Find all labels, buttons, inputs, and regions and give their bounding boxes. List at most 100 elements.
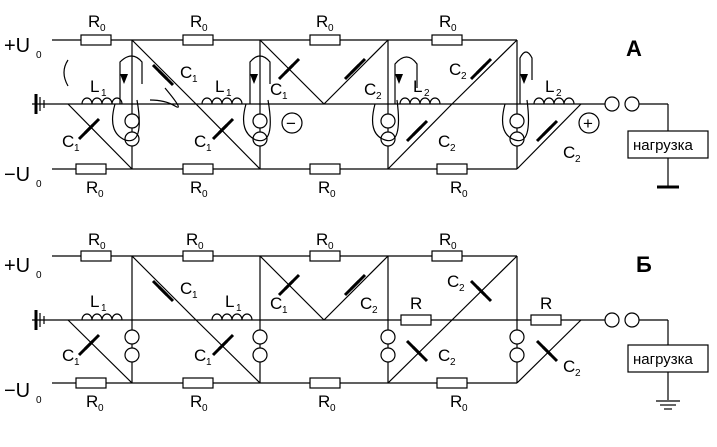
resistor-r0-b2	[182, 250, 214, 262]
load-label-b: нагрузка	[633, 351, 694, 368]
svg-text:R: R	[318, 392, 330, 411]
svg-text:0: 0	[451, 241, 457, 252]
svg-text:C: C	[449, 60, 461, 79]
svg-text:R: R	[86, 178, 98, 197]
current-flow-arrows-a	[63, 51, 533, 142]
resistor-r0-a3	[309, 34, 341, 46]
minus-supply-label-b: −U	[4, 380, 30, 402]
inductor-l1-a2	[201, 97, 243, 105]
svg-text:0: 0	[330, 189, 336, 200]
svg-text:1: 1	[101, 88, 107, 99]
resistor-r0-a4	[431, 34, 463, 46]
svg-text:0: 0	[36, 270, 42, 281]
minus-supply-label-a: −U	[4, 164, 30, 186]
svg-text:0: 0	[202, 189, 208, 200]
svg-text:2: 2	[556, 88, 562, 99]
capacitor-c2-b3	[405, 339, 429, 363]
svg-text:2: 2	[459, 283, 465, 294]
svg-text:R: R	[190, 392, 202, 411]
svg-text:C: C	[270, 80, 282, 99]
svg-text:1: 1	[282, 91, 288, 102]
capacitor-c1-b2	[77, 333, 101, 357]
inductor-l1-b2	[211, 313, 253, 321]
load-box-a	[627, 130, 709, 159]
svg-text:C: C	[563, 143, 575, 162]
svg-text:1: 1	[192, 290, 198, 301]
svg-text:C: C	[180, 279, 192, 298]
svg-text:2: 2	[424, 88, 430, 99]
resistor-r0-a2	[182, 34, 214, 46]
svg-text:0: 0	[462, 403, 468, 414]
resistor-r0-b6	[182, 377, 214, 389]
inductor-l2-a1	[399, 97, 441, 105]
svg-text:C: C	[438, 132, 450, 151]
plus-supply-label-a: +U	[4, 35, 30, 57]
positive-marker-sign: +	[583, 114, 593, 133]
resistor-r0-a8	[436, 163, 468, 175]
svg-text:2: 2	[450, 143, 456, 154]
resistor-r0-a5	[75, 163, 107, 175]
capacitor-c1-a1	[151, 63, 175, 87]
svg-text:R: R	[318, 178, 330, 197]
resistor-r0-b1	[80, 250, 112, 262]
panel-title-b: Б	[636, 252, 652, 277]
svg-text:C: C	[563, 357, 575, 376]
svg-text:L: L	[413, 77, 422, 96]
panel-title-a: А	[626, 36, 642, 61]
load-label-a: нагрузка	[633, 137, 694, 154]
svg-text:L: L	[225, 292, 234, 311]
svg-text:1: 1	[282, 305, 288, 316]
svg-text:0: 0	[202, 23, 208, 34]
svg-text:0: 0	[202, 403, 208, 414]
svg-text:0: 0	[100, 241, 106, 252]
svg-text:1: 1	[206, 357, 212, 368]
svg-text:0: 0	[198, 241, 204, 252]
svg-text:L: L	[215, 77, 224, 96]
svg-text:R: R	[540, 294, 552, 313]
svg-text:0: 0	[328, 241, 334, 252]
output-terminal-a2	[624, 96, 640, 112]
svg-text:1: 1	[74, 143, 80, 154]
svg-text:2: 2	[575, 368, 581, 379]
svg-text:0: 0	[462, 189, 468, 200]
svg-text:C: C	[447, 272, 459, 291]
svg-text:R: R	[190, 12, 202, 31]
svg-text:0: 0	[36, 179, 42, 190]
resistor-r0-b5	[75, 377, 107, 389]
svg-text:1: 1	[74, 357, 80, 368]
svg-text:R: R	[439, 230, 451, 249]
positive-marker	[578, 112, 600, 134]
capacitor-c1-a2	[77, 117, 101, 141]
inductor-l2-a2	[533, 97, 575, 105]
svg-text:C: C	[194, 346, 206, 365]
resistor-r0-a6	[182, 163, 214, 175]
resistor-r0-b8	[436, 377, 468, 389]
svg-text:0: 0	[98, 189, 104, 200]
svg-text:R: R	[316, 230, 328, 249]
capacitor-c2-b4	[535, 339, 559, 363]
svg-text:2: 2	[575, 154, 581, 165]
resistor-r0-a1	[80, 34, 112, 46]
resistor-r-b2	[530, 314, 562, 326]
ground-symbol-b	[656, 400, 680, 410]
svg-text:R: R	[86, 392, 98, 411]
svg-text:2: 2	[372, 305, 378, 316]
svg-text:C: C	[180, 63, 192, 82]
svg-text:R: R	[190, 178, 202, 197]
svg-text:R: R	[410, 294, 422, 313]
svg-text:R: R	[450, 178, 462, 197]
svg-text:1: 1	[236, 303, 242, 314]
resistor-r0-b3	[309, 250, 341, 262]
svg-text:2: 2	[461, 71, 467, 82]
svg-text:2: 2	[450, 357, 456, 368]
capacitor-c2-a3	[405, 119, 429, 143]
capacitor-c1-a3	[211, 117, 235, 141]
svg-text:L: L	[90, 77, 99, 96]
svg-text:C: C	[360, 294, 372, 313]
svg-text:C: C	[62, 346, 74, 365]
svg-text:0: 0	[451, 23, 457, 34]
